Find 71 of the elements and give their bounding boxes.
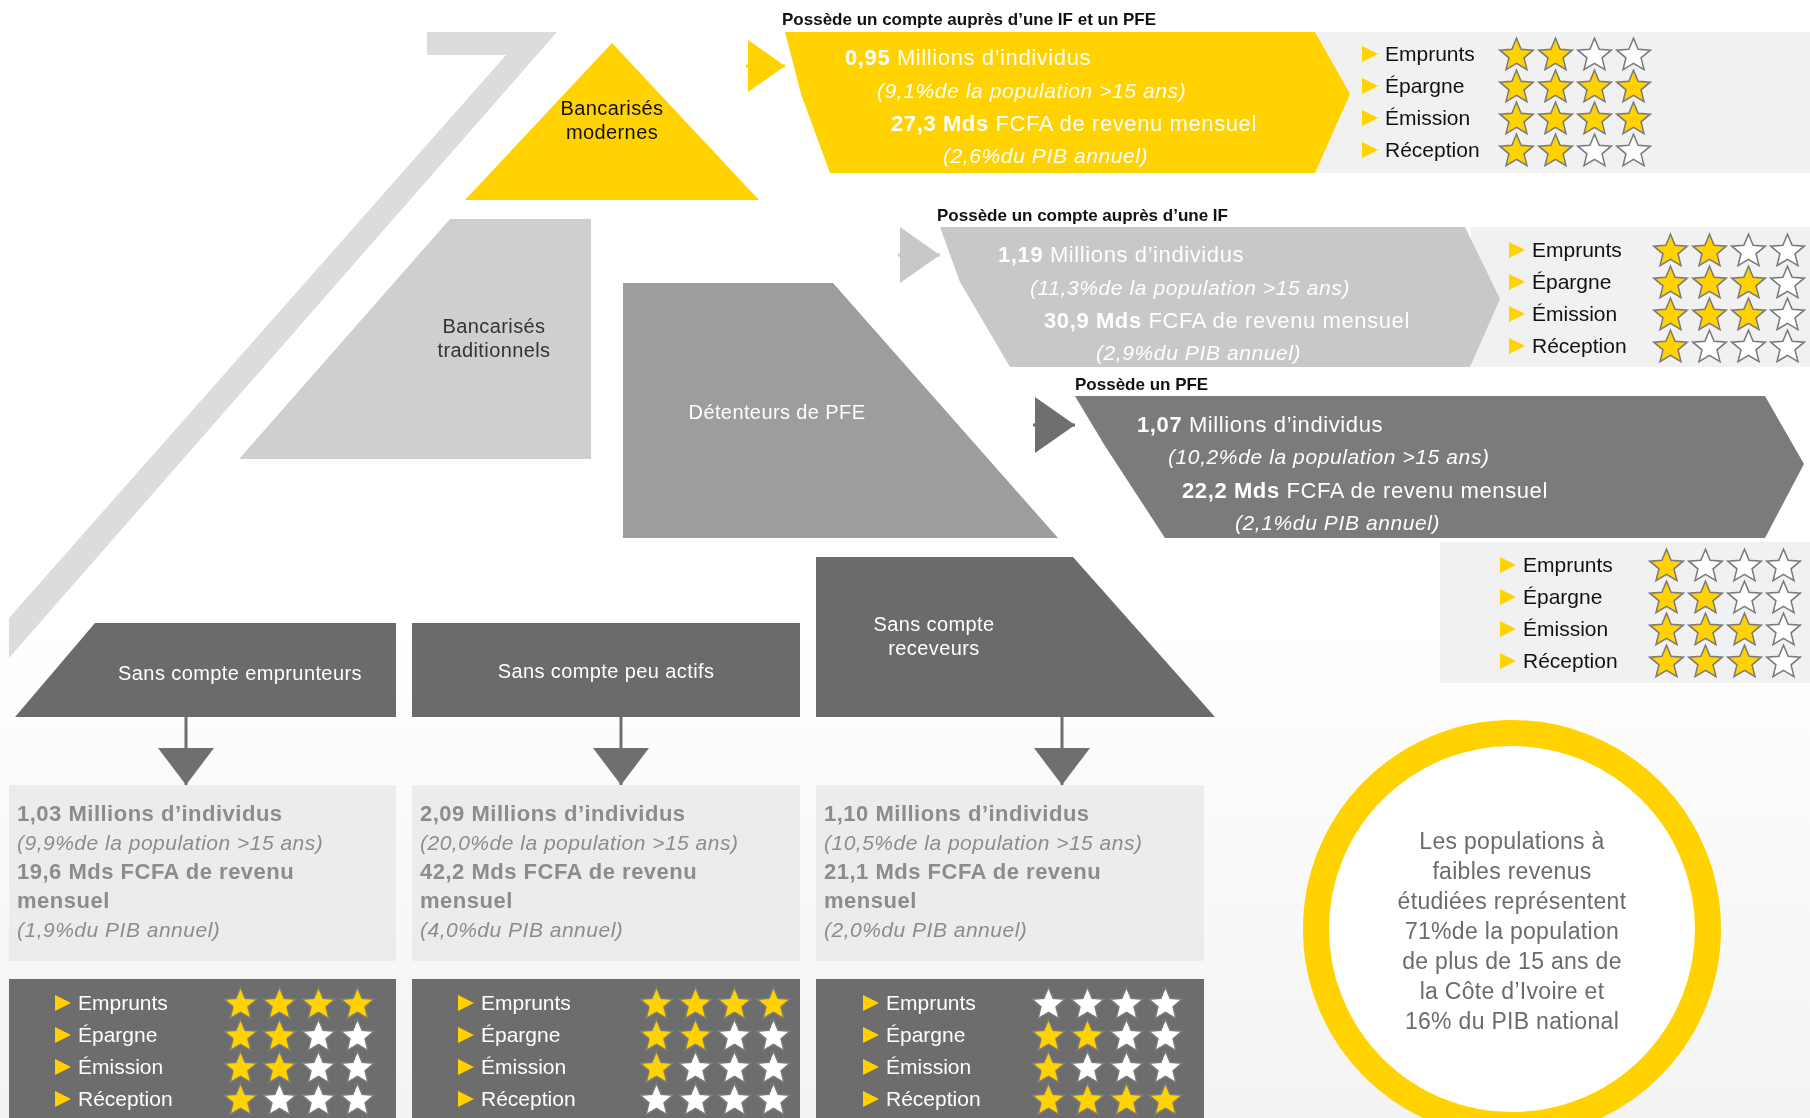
stat-line: 19,6 Mds FCFA de revenu mensuel <box>17 858 296 915</box>
rating-label: Épargne <box>78 1023 159 1047</box>
trapezoid-shape <box>239 219 591 459</box>
stat-line: (2,6%du PIB annuel) <box>943 143 1149 169</box>
rating-label: Réception <box>1385 138 1481 162</box>
stat-line: 2,09 Millions d’individus <box>420 800 687 828</box>
info-card <box>9 785 396 961</box>
rating-label: Réception <box>886 1087 982 1111</box>
stat-line: 1,07 Millions d’individus <box>1137 411 1384 439</box>
shape-label: Sans compte receveurs <box>872 612 996 660</box>
rating-panel <box>816 979 1204 1118</box>
banner-heading: Possède un compte auprès d’une IF <box>937 206 1228 226</box>
chevron-banner <box>782 10 1350 173</box>
stat-line: (2,1%du PIB annuel) <box>1235 510 1441 536</box>
info-card <box>816 785 1204 961</box>
rating-label: Emprunts <box>886 991 977 1015</box>
rating-label: Emprunts <box>1385 42 1476 66</box>
stat-line: (9,9%de la population >15 ans) <box>17 830 325 856</box>
stat-line: (9,1%de la population >15 ans) <box>877 78 1187 104</box>
shape-label: Détenteurs de PFE <box>687 400 867 424</box>
trapezoid-shape <box>15 623 396 717</box>
rating-label: Émission <box>886 1055 973 1079</box>
rating-label: Émission <box>1385 106 1472 130</box>
stat-line: (2,0%du PIB annuel) <box>824 917 1029 943</box>
rating-label: Emprunts <box>481 991 572 1015</box>
stat-line: 42,2 Mds FCFA de revenu mensuel <box>420 858 699 915</box>
shape-label: Bancarisés traditionnels <box>436 314 552 362</box>
stat-line: (20,0%de la population >15 ans) <box>420 830 740 856</box>
shape-label: Bancarisés modernes <box>559 96 665 144</box>
rectangle-shape <box>412 623 800 717</box>
stat-line: 1,10 Millions d’individus <box>824 800 1091 828</box>
rating-label: Emprunts <box>1532 238 1623 262</box>
stat-line: (4,0%du PIB annuel) <box>420 917 625 943</box>
rating-label: Épargne <box>1532 270 1613 294</box>
rating-panel <box>1440 542 1810 683</box>
stat-line: 22,2 Mds FCFA de revenu mensuel <box>1182 477 1548 505</box>
rating-label: Émission <box>1523 617 1610 641</box>
rating-label: Réception <box>1532 334 1628 358</box>
trapezoid-shape <box>816 557 1215 717</box>
chevron-banner <box>1075 375 1804 538</box>
banner-heading: Possède un PFE <box>1075 375 1209 395</box>
chevron-banner <box>937 206 1500 367</box>
rating-label: Épargne <box>1523 585 1604 609</box>
rating-label: Réception <box>78 1087 174 1111</box>
rating-label: Émission <box>1532 302 1619 326</box>
stat-line: (10,5%de la population >15 ans) <box>824 830 1144 856</box>
shape-label: Sans compte emprunteurs <box>117 661 363 685</box>
stat-line: 27,3 Mds FCFA de revenu mensuel <box>891 110 1257 138</box>
rating-panel <box>9 979 396 1118</box>
rating-label: Emprunts <box>78 991 169 1015</box>
rating-label: Réception <box>481 1087 577 1111</box>
rating-panel <box>1316 32 1810 173</box>
rating-label: Épargne <box>481 1023 562 1047</box>
stat-line: (1,9%du PIB annuel) <box>17 917 222 943</box>
banner-heading: Possède un compte auprès d’une IF et un PFE <box>782 10 1157 30</box>
triangle-shape <box>465 43 759 200</box>
rating-label: Réception <box>1523 649 1619 673</box>
rating-label: Épargne <box>886 1023 967 1047</box>
rating-panel <box>412 979 800 1118</box>
info-card <box>412 785 800 961</box>
rating-label: Emprunts <box>1523 553 1614 577</box>
stat-line: 1,03 Millions d’individus <box>17 800 284 828</box>
rating-label: Émission <box>481 1055 568 1079</box>
stat-line: (10,2%de la population >15 ans) <box>1168 444 1490 470</box>
shape-label: Sans compte peu actifs <box>496 659 716 683</box>
stat-line: 21,1 Mds FCFA de revenu mensuel <box>824 858 1103 915</box>
circle-text: Les populations à faibles revenus étudiées représentent 71%de la population de plus de 15 ans de la Côte d’Ivoire et 16% du PIB national <box>1396 827 1628 1036</box>
stat-line: 0,95 Millions d’individus <box>845 44 1092 72</box>
rating-label: Épargne <box>1385 74 1466 98</box>
rating-label: Émission <box>78 1055 165 1079</box>
rating-panel <box>1471 227 1810 367</box>
